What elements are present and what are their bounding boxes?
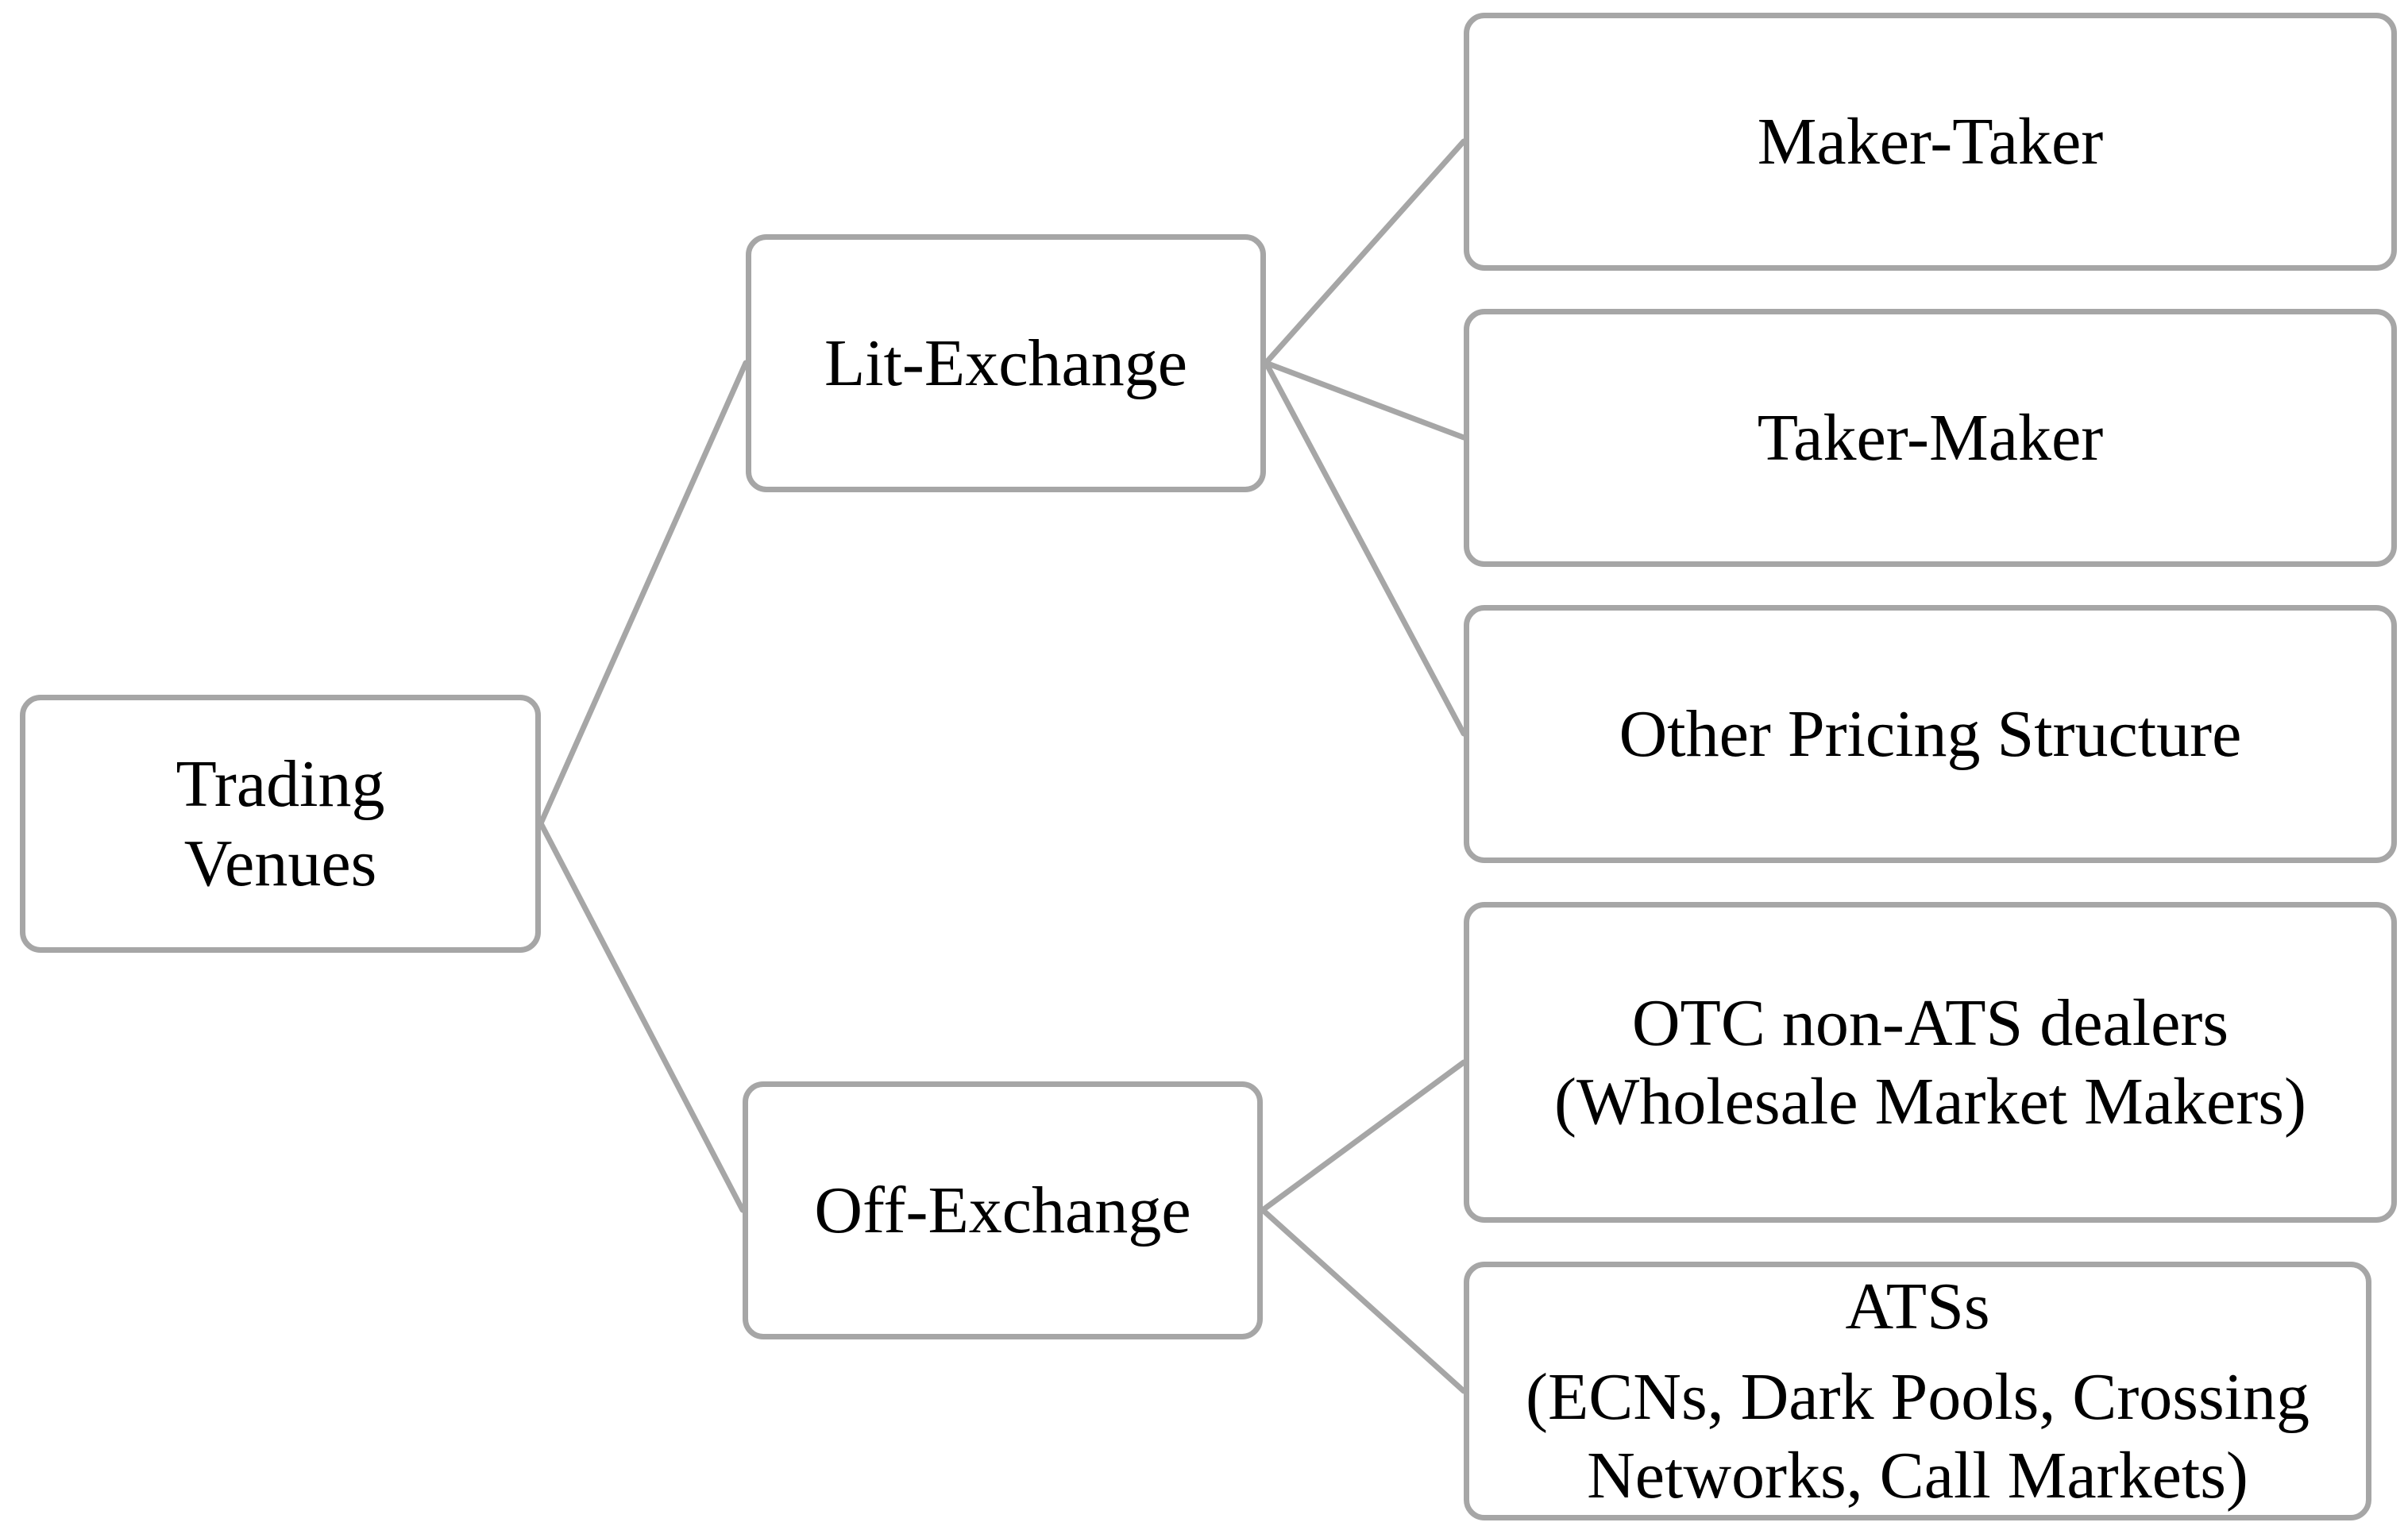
node-label-line: (Wholesale Market Makers) — [1554, 1065, 2306, 1139]
node-atss: ATSs (ECNs, Dark Pools, Crossing Network… — [1464, 1262, 2371, 1520]
node-label-line: Trading — [176, 747, 385, 822]
node-label-line: OTC non-ATS dealers — [1631, 985, 2229, 1060]
connector-root-lit — [538, 360, 749, 827]
node-label: Maker-Taker — [1757, 104, 2104, 179]
connector-off-ats — [1260, 1207, 1467, 1394]
node-label: Taker-Maker — [1757, 400, 2104, 475]
connector-lit-mt — [1263, 138, 1467, 366]
node-label-line: (ECNs, Dark Pools, Crossing — [1525, 1359, 2310, 1434]
node-label: Other Pricing Structure — [1619, 696, 2242, 771]
node-lit-exchange: Lit-Exchange — [746, 234, 1266, 492]
node-maker-taker: Maker-Taker — [1464, 13, 2397, 271]
node-label: Off-Exchange — [814, 1173, 1191, 1247]
connector-lit-tm — [1263, 360, 1467, 441]
node-label: Lit-Exchange — [824, 326, 1188, 400]
node-label-line: Networks, Call Markets) — [1587, 1438, 2248, 1513]
connector-off-otc — [1260, 1059, 1467, 1213]
node-other-pricing-structure: Other Pricing Structure — [1464, 605, 2397, 863]
node-title: ATSs — [1845, 1270, 1990, 1343]
node-trading-venues: Trading Venues — [20, 695, 541, 953]
connector-lit-other — [1263, 360, 1467, 737]
node-label-line: Venues — [183, 826, 377, 900]
node-otc-non-ats-dealers: OTC non-ATS dealers (Wholesale Market Ma… — [1464, 902, 2397, 1223]
node-taker-maker: Taker-Maker — [1464, 309, 2397, 567]
connector-root-off — [538, 820, 746, 1213]
node-off-exchange: Off-Exchange — [743, 1081, 1263, 1339]
